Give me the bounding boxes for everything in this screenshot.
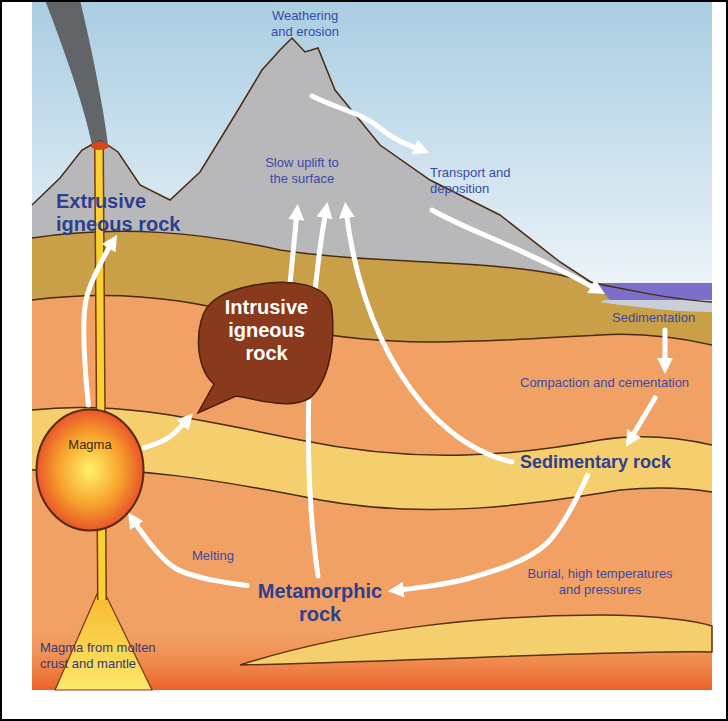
- rock-type-label: Metamorphic rock: [250, 580, 390, 626]
- rock-layer: [32, 295, 712, 690]
- sea: [595, 283, 712, 300]
- text-holder: Intrusive igneous rock: [217, 296, 317, 365]
- process-arrow: [432, 210, 598, 290]
- magma-source: [55, 585, 152, 690]
- process-label: Slow uplift to the surface: [257, 155, 347, 186]
- process-label: Transport and deposition: [430, 165, 525, 196]
- rock-type-label: Sedimentary rock: [520, 452, 671, 473]
- cycle-arrow: [132, 519, 247, 586]
- mountain-rock: [32, 38, 712, 690]
- rock-layer: [32, 231, 712, 690]
- node-text: Intrusive igneous rock: [217, 296, 317, 365]
- process-arrows: [290, 96, 665, 576]
- layer-line: [32, 231, 712, 302]
- rock-layer: [32, 407, 712, 690]
- cycle-arrow: [144, 419, 187, 448]
- process-label: Melting: [192, 548, 234, 564]
- process-label: Burial, high temperatures and pressures: [515, 566, 685, 597]
- process-arrow: [290, 212, 297, 284]
- process-label: Compaction and cementation: [520, 375, 689, 391]
- magma-chamber-outline: [35, 408, 145, 532]
- process-label: Weathering and erosion: [260, 8, 350, 39]
- process-arrow: [630, 398, 655, 440]
- smoke-plume: [45, 0, 108, 145]
- process-label: Sedimentation: [612, 310, 695, 326]
- magma-chamber: Magma: [35, 408, 145, 532]
- cycle-arrow: [84, 241, 113, 405]
- intrusion-shape: [198, 282, 333, 413]
- node-text: Sedimentary rock: [520, 452, 671, 473]
- process-arrow: [312, 96, 422, 150]
- process-arrow: [346, 210, 512, 462]
- node-text: Metamorphic rock: [250, 580, 390, 626]
- node-text: Magma: [35, 438, 145, 453]
- magma-chamber-shape: [37, 410, 144, 531]
- rock-type-label: Extrusive igneous rock: [56, 190, 196, 236]
- intrusive-rock-body: Intrusive igneous rock: [190, 280, 335, 415]
- process-arrow: [663, 330, 668, 366]
- node-text: Extrusive igneous rock: [56, 190, 196, 236]
- process-label: Magma from molten crust and mantle: [40, 640, 170, 671]
- crater: [91, 142, 109, 150]
